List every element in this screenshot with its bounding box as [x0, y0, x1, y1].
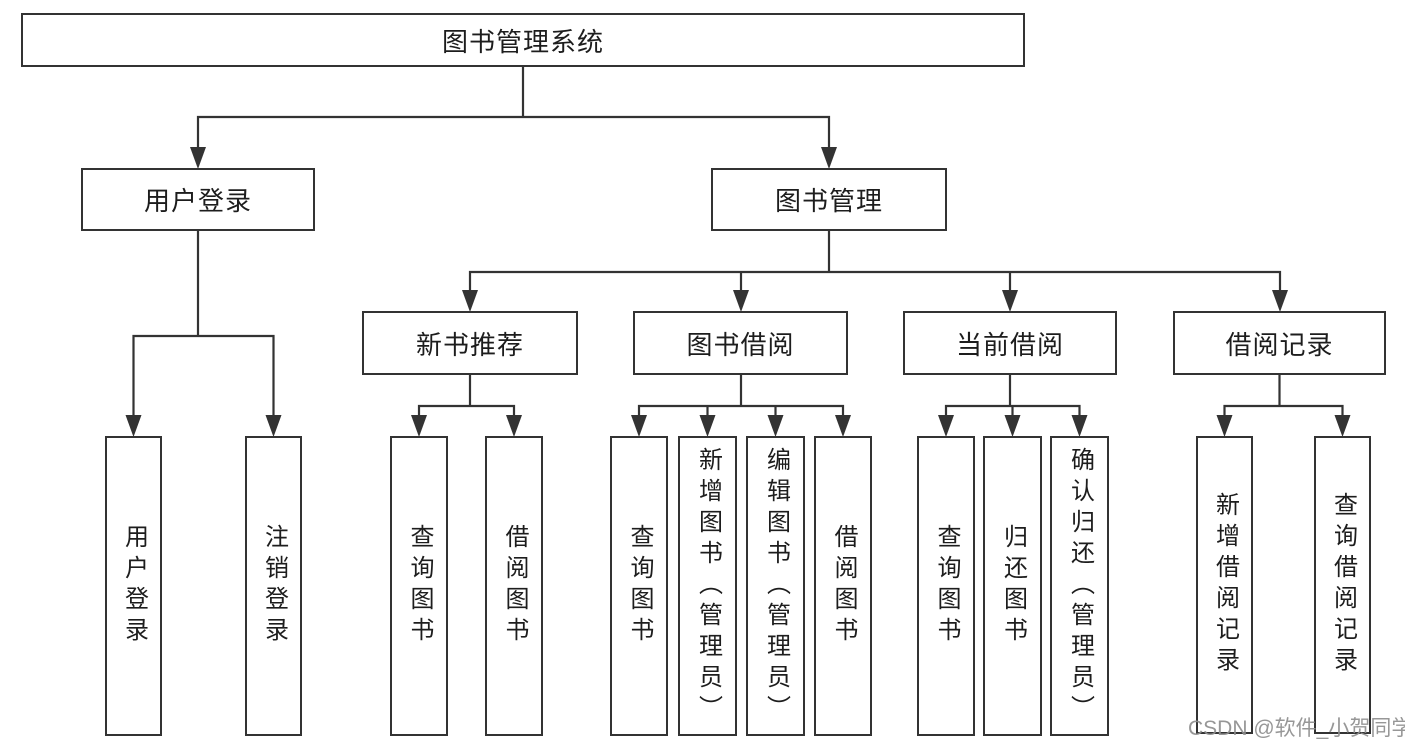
- node-root-system: 图书管理系统: [21, 13, 1025, 67]
- node-label: 新书推荐: [415, 329, 524, 360]
- leaf-label: 归还图书: [999, 524, 1027, 648]
- leaf-label: 借阅图书: [501, 524, 528, 648]
- leaf-label: 确认归还（管理员）: [1066, 446, 1094, 726]
- node-section-book-borrow: 图书借阅: [633, 311, 848, 375]
- leaf-user-login: 用户登录: [105, 436, 162, 736]
- node-book-management: 图书管理: [711, 168, 947, 231]
- node-label: 图书管理: [774, 186, 883, 216]
- leaf-label: 用户登录: [120, 524, 148, 648]
- leaf-label: 借阅图书: [830, 524, 857, 648]
- leaf-records-add-record: 新增借阅记录: [1196, 436, 1253, 734]
- leaf-label: 注销登录: [260, 524, 288, 648]
- leaf-current-return-books: 归还图书: [983, 436, 1042, 736]
- leaf-borrow-add-books-admin: 新增图书（管理员）: [678, 436, 737, 736]
- node-label: 图书管理系统: [441, 26, 604, 57]
- leaf-borrow-query-books: 查询图书: [610, 436, 668, 736]
- node-section-borrow-records: 借阅记录: [1173, 311, 1386, 375]
- node-section-current-borrow: 当前借阅: [903, 311, 1117, 375]
- leaf-records-query-record: 查询借阅记录: [1314, 436, 1371, 734]
- node-label: 图书借阅: [686, 329, 795, 360]
- leaf-label: 新增图书（管理员）: [694, 446, 722, 726]
- leaf-current-query-books: 查询图书: [917, 436, 975, 736]
- leaf-recommend-query-books: 查询图书: [390, 436, 448, 736]
- node-label: 用户登录: [143, 186, 252, 216]
- node-user-login: 用户登录: [81, 168, 315, 231]
- node-label: 借阅记录: [1225, 329, 1334, 360]
- leaf-label: 查询图书: [933, 524, 960, 648]
- leaf-label: 编辑图书（管理员）: [762, 446, 790, 726]
- leaf-recommend-borrow-books: 借阅图书: [485, 436, 543, 736]
- leaf-borrow-borrow-books: 借阅图书: [814, 436, 872, 736]
- leaf-label: 查询图书: [626, 524, 653, 648]
- leaf-current-confirm-return-admin: 确认归还（管理员）: [1050, 436, 1109, 736]
- leaf-logout: 注销登录: [245, 436, 302, 736]
- leaf-label: 查询借阅记录: [1329, 492, 1357, 678]
- leaf-borrow-edit-books-admin: 编辑图书（管理员）: [746, 436, 805, 736]
- watermark: CSDN @软件_小贺同学: [1188, 717, 1405, 740]
- node-section-new-book-recommend: 新书推荐: [362, 311, 578, 375]
- leaf-label: 新增借阅记录: [1211, 492, 1239, 678]
- leaf-label: 查询图书: [406, 524, 433, 648]
- node-label: 当前借阅: [955, 329, 1064, 360]
